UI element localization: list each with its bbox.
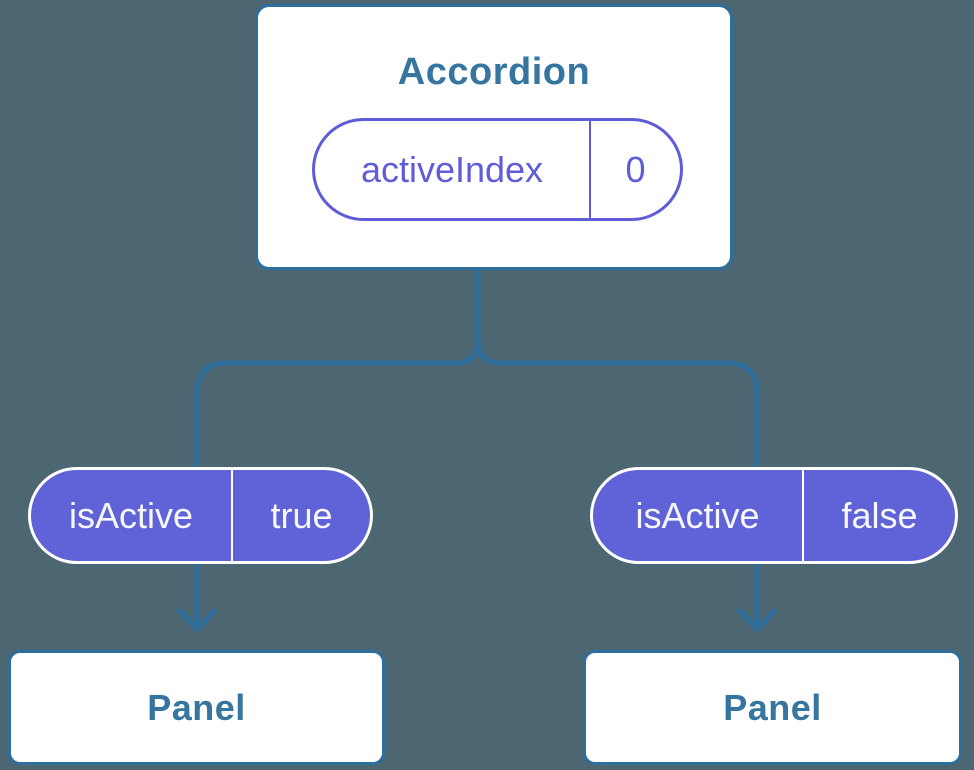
prop-name-label: isActive [68,494,194,536]
prop-value-label: false [802,470,955,561]
panel-node-title: Panel [147,686,246,728]
branch-line-right [475,265,760,627]
isactive-pill-true: isActive true [28,467,373,564]
isactive-pill-false: isActive false [590,467,958,564]
panel-node-title: Panel [723,686,822,728]
panel-node-right: Panel [583,650,962,765]
arrow-down-icon [177,608,217,632]
branch-line-left [194,265,481,627]
accordion-node: Accordion activeIndex 0 [255,4,733,270]
prop-name-label: activeIndex [360,148,544,190]
prop-value-label: 0 [589,121,680,218]
arrow-down-icon [737,608,777,632]
accordion-node-title: Accordion [397,51,591,93]
prop-name-label: isActive [635,494,760,536]
state-prop-pill: activeIndex 0 [312,118,683,221]
panel-node-left: Panel [8,650,385,765]
prop-value-label: true [231,470,370,561]
